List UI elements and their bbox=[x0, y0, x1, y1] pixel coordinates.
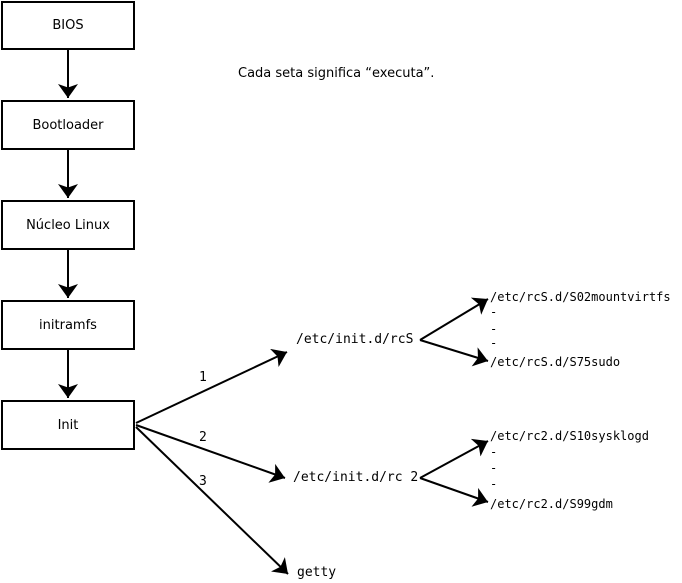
note-arrow-meaning: Cada seta significa “executa”. bbox=[238, 66, 435, 81]
rc2-script-ellipsis-dash: - bbox=[490, 445, 498, 459]
box-initramfs-label: initramfs bbox=[39, 317, 97, 333]
box-bootloader-label: Bootloader bbox=[32, 117, 104, 133]
arrow-rc2-to-s10sysklogd bbox=[419, 438, 489, 479]
arrow-init-to-rcs bbox=[135, 348, 288, 424]
rcs-script-ellipsis-dash: - bbox=[490, 336, 498, 350]
box-init: Init bbox=[1, 400, 135, 450]
box-bootloader: Bootloader bbox=[1, 100, 135, 150]
rcs-script-ellipsis-dash: - bbox=[490, 305, 498, 319]
branch-number-3: 3 bbox=[199, 474, 207, 489]
box-bios: BIOS bbox=[1, 1, 135, 50]
label-etc-init-d-rcs: /etc/init.d/rcS bbox=[296, 332, 414, 347]
rc2-script-s99gdm: /etc/rc2.d/S99gdm bbox=[490, 497, 613, 511]
rc2-script-ellipsis-dash: - bbox=[490, 461, 498, 475]
rc2-script-ellipsis-dash: - bbox=[490, 477, 498, 491]
rcs-script-s75sudo: /etc/rcS.d/S75sudo bbox=[490, 355, 621, 369]
box-linux-kernel: Núcleo Linux bbox=[1, 200, 135, 250]
label-getty: getty bbox=[297, 565, 337, 580]
rcs-script-s02mountvirtfs: /etc/rcS.d/S02mountvirtfs bbox=[490, 290, 671, 304]
label-etc-init-d-rc2: /etc/init.d/rc 2 bbox=[293, 470, 419, 485]
box-init-label: Init bbox=[57, 417, 79, 433]
rc2-script-s10sysklogd: /etc/rc2.d/S10sysklogd bbox=[490, 429, 649, 443]
branch-number-1: 1 bbox=[199, 370, 207, 385]
arrow-init-to-rc2 bbox=[135, 424, 286, 483]
arrow-rcs-to-s02mountvirtfs bbox=[419, 297, 489, 341]
box-linux-kernel-label: Núcleo Linux bbox=[26, 217, 110, 233]
rcs-script-ellipsis-dash: - bbox=[490, 322, 498, 336]
arrow-rc2-to-s99gdm bbox=[419, 477, 489, 507]
box-bios-label: BIOS bbox=[52, 18, 84, 33]
branch-number-2: 2 bbox=[199, 430, 207, 445]
box-initramfs: initramfs bbox=[1, 300, 135, 350]
arrow-init-to-getty bbox=[135, 426, 289, 575]
arrow-rcs-to-s75sudo bbox=[419, 339, 489, 367]
